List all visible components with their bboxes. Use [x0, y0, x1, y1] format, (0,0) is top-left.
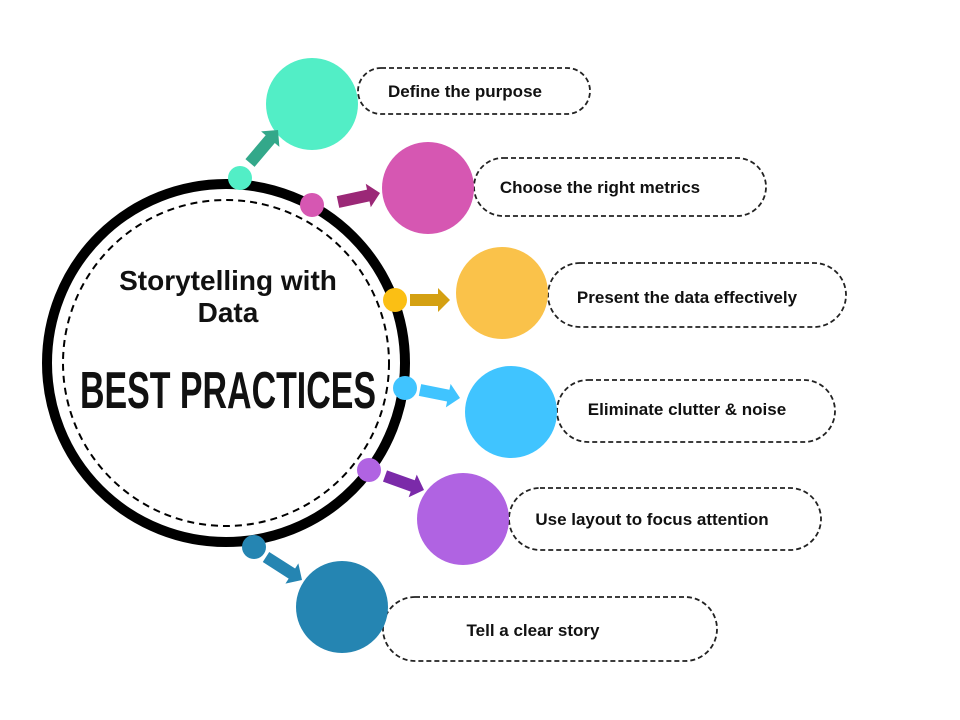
practice-item: Tell a clear story	[242, 535, 718, 662]
central-circle-dashed-ring	[62, 199, 390, 527]
practice-color-circle	[296, 561, 388, 653]
ring-connector-dot	[228, 166, 252, 190]
practice-label-pill	[382, 596, 718, 662]
practice-color-circle	[382, 142, 474, 234]
arrow-icon	[245, 129, 280, 167]
practice-color-circle	[465, 366, 557, 458]
practice-item: Use layout to focus attention	[357, 458, 822, 565]
ring-connector-dot	[300, 193, 324, 217]
center-subtitle-line2: Data	[198, 297, 259, 328]
practice-item: Define the purpose	[228, 58, 591, 190]
ring-connector-dot	[357, 458, 381, 482]
practice-label-pill	[473, 157, 767, 217]
arrow-icon	[382, 470, 425, 498]
practice-label-pill	[508, 487, 822, 551]
practice-label-pill	[547, 262, 847, 328]
practice-item: Choose the right metrics	[300, 142, 767, 234]
practice-label: Define the purpose	[388, 82, 542, 101]
center-title: BEST PRACTICES	[80, 362, 376, 420]
center-subtitle-line1: Storytelling with	[119, 265, 337, 296]
practice-item: Present the data effectively	[383, 247, 847, 339]
central-circle-outer-ring	[42, 179, 410, 547]
practice-label: Use layout to focus attention	[535, 510, 768, 529]
practice-label-pill	[556, 379, 836, 443]
practice-color-circle	[456, 247, 548, 339]
arrow-icon	[262, 551, 302, 584]
practice-label: Eliminate clutter & noise	[588, 400, 786, 419]
practice-color-circle	[417, 473, 509, 565]
practice-item: Eliminate clutter & noise	[393, 366, 836, 458]
arrow-icon	[418, 383, 461, 408]
practice-label: Present the data effectively	[577, 288, 798, 307]
arrow-icon	[336, 183, 381, 208]
practice-label-pill	[357, 67, 591, 115]
practice-color-circle	[266, 58, 358, 150]
ring-connector-dot	[383, 288, 407, 312]
ring-connector-dot	[393, 376, 417, 400]
practice-label: Tell a clear story	[467, 621, 600, 640]
practice-label: Choose the right metrics	[500, 178, 700, 197]
arrow-icon	[410, 288, 450, 312]
ring-connector-dot	[242, 535, 266, 559]
